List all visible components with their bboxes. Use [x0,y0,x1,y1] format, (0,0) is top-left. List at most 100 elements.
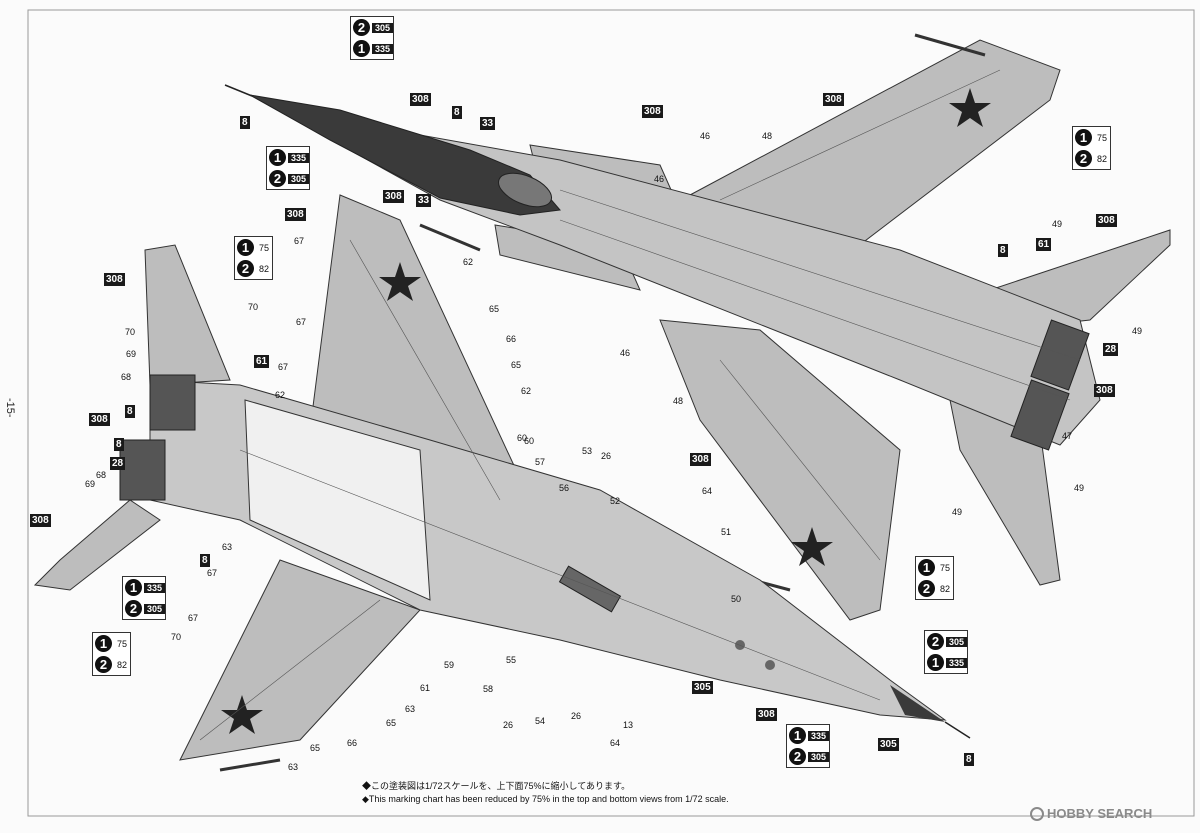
part-number: 65 [386,718,397,728]
decal-tag: 61 [254,355,270,368]
part-number: 60 [517,433,528,443]
paint-code: 305 [808,751,830,762]
paint-code: 335 [808,730,830,741]
part-number: 68 [121,372,132,382]
decal-tag: 8 [125,405,135,418]
hobby-search-logo-icon [1030,806,1044,821]
part-number: 66 [347,738,358,748]
bottom-view-exhaust-upper [149,374,196,431]
paint-number-badge: 2 [269,170,286,187]
scale-note: ◆この塗装図は1/72スケールを、上下面75%に縮小してあります。 ◆This … [362,780,729,806]
part-number: 70 [125,327,136,337]
part-number: 46 [654,174,665,184]
paint-code: 305 [946,636,968,647]
paint-number-badge: 1 [789,727,806,744]
part-number: 69 [126,349,137,359]
bottom-view-rail-upper [419,223,481,252]
decal-tag: 308 [285,208,306,221]
paint-number-badge: 2 [1075,150,1092,167]
part-number: 54 [535,716,546,726]
bottom-view-pitot [944,721,971,739]
part-number: 65 [310,743,321,753]
decal-tag: 308 [1096,214,1117,227]
part-number: 53 [582,446,593,456]
bottom-view-white-panel [244,399,431,601]
decal-tag: 28 [110,457,126,470]
part-number: 58 [483,684,494,694]
top-view-star-right-wing [949,88,991,127]
part-number: 47 [1062,431,1073,441]
decal-tag: 308 [30,514,51,527]
top-view-dark-nose [249,94,561,216]
top-view-star-left-wing [791,527,833,566]
paint-code: 82 [114,659,131,670]
part-number: 59 [444,660,455,670]
decal-tag: 33 [480,117,496,130]
decal-tag: 33 [416,194,432,207]
part-number: 56 [559,483,570,493]
watermark: HOBBY SEARCH [1030,806,1152,821]
part-number: 62 [275,390,286,400]
paint-code: 335 [144,582,166,593]
paint-number-badge: 1 [918,559,935,576]
decal-tag: 28 [1103,343,1119,356]
part-number: 49 [1074,483,1085,493]
top-view-pitot [224,84,253,97]
part-number: 67 [278,362,289,372]
top-view-exhaust-upper [1030,319,1090,391]
part-number: 61 [420,683,431,693]
paint-number-badge: 2 [237,260,254,277]
paint-number-badge: 2 [125,600,142,617]
part-number: 50 [731,594,742,604]
paint-code: 82 [1094,153,1111,164]
part-number: 68 [96,470,107,480]
page-frame [27,9,1195,817]
part-number: 69 [85,479,96,489]
decal-tag: 8 [114,438,124,451]
bottom-view-exhaust-lower [119,439,166,501]
decal-tag: 308 [690,453,711,466]
paint-number-badge: 1 [95,635,112,652]
paint-number-badge: 1 [353,40,370,57]
paint-code: 75 [1094,132,1111,143]
paint-number-badge: 2 [918,580,935,597]
part-number: 70 [171,632,182,642]
decal-tag: 305 [878,738,899,751]
scale-note-en: ◆This marking chart has been reduced by … [362,794,729,804]
bottom-view-upper-tail [144,244,231,386]
part-number: 60 [524,436,535,446]
decal-tag: 305 [692,681,713,694]
bottom-view-rail-lower [219,758,281,772]
paint-number-badge: 1 [237,239,254,256]
paint-code: 335 [946,657,968,668]
part-number: 13 [623,720,634,730]
paint-code: 305 [144,603,166,614]
decal-tag: 308 [410,93,431,106]
decal-tag: 308 [383,190,404,203]
top-view-canopy [498,172,552,208]
part-number: 26 [601,451,612,461]
part-number: 70 [248,302,259,312]
paint-number-badge: 2 [95,656,112,673]
decal-tag: 8 [998,244,1008,257]
decal-tag: 8 [452,106,462,119]
decal-tag: 8 [200,554,210,567]
paint-code: 305 [288,173,310,184]
decal-tag: 308 [89,413,110,426]
part-number: 67 [188,613,199,623]
part-number: 57 [535,457,546,467]
paint-code: 335 [288,152,310,163]
decal-tag: 8 [240,116,250,129]
paint-code: 82 [256,263,273,274]
part-number: 66 [506,334,517,344]
paint-code: 82 [937,583,954,594]
paint-number-badge: 1 [269,149,286,166]
part-number: 46 [620,348,631,358]
